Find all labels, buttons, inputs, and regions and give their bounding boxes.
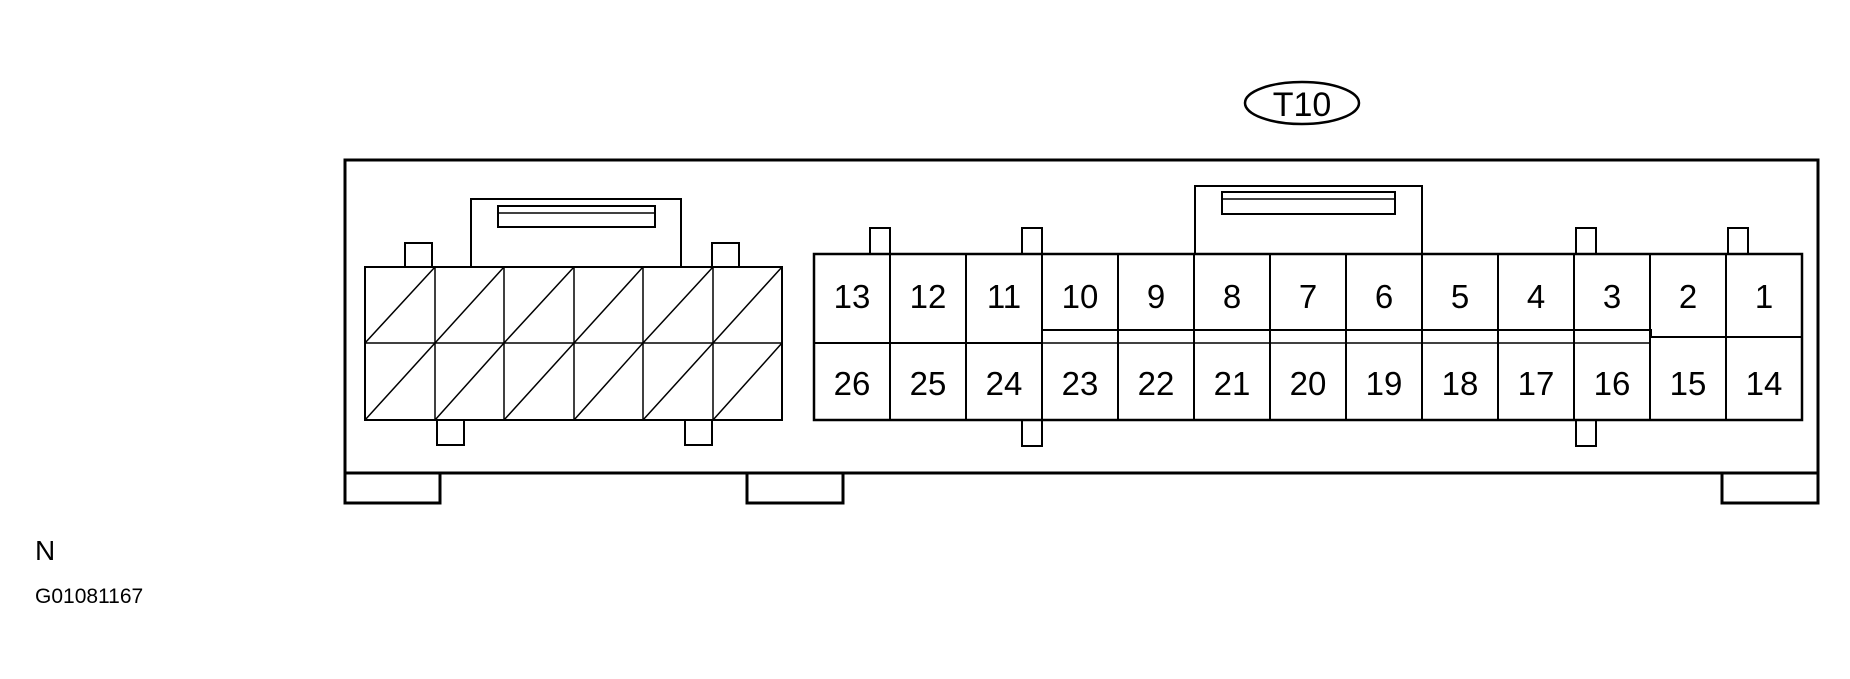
pin-bottom-tab-2 [1575,419,1597,447]
connector-label-text: T10 [1273,86,1332,124]
left-latch-slot [497,205,656,228]
pin-label-11: 11 [987,278,1021,315]
pin-label-24: 24 [986,365,1023,402]
pin-label-6: 6 [1375,278,1393,315]
housing-foot-left [343,473,442,505]
center-latch [1194,185,1423,255]
connector-label: T10 [1243,80,1361,126]
pin-label-8: 8 [1223,278,1241,315]
pin-label-3: 3 [1603,278,1621,315]
pin-label-22: 22 [1138,365,1175,402]
pin-top-tab-3 [1575,227,1597,255]
pin-label-26: 26 [834,365,871,402]
pin-label-10: 10 [1062,278,1099,315]
reference-code: G01081167 [35,585,144,608]
housing-body [343,158,1820,475]
pin-top-tab-4 [1727,227,1749,255]
pin-label-18: 18 [1442,365,1479,402]
left-top-tab-1 [404,242,433,268]
orientation-mark: N [35,535,56,566]
pin-label-16: 16 [1594,365,1631,402]
pin-label-4: 4 [1527,278,1545,315]
pin-label-25: 25 [910,365,947,402]
pin-label-12: 12 [910,278,947,315]
pin-top-tab-1 [869,227,891,255]
pin-top-tab-2 [1021,227,1043,255]
left-bottom-tab-2 [684,419,713,446]
pin-label-14: 14 [1746,365,1783,402]
pin-label-1: 1 [1755,278,1773,315]
connector-label-oval [1243,80,1361,126]
left-top-tab-2 [711,242,740,268]
pin-label-13: 13 [834,278,871,315]
pin-label-19: 19 [1366,365,1403,402]
pin-bottom-tab-1 [1021,419,1043,447]
pin-label-2: 2 [1679,278,1697,315]
left-latch [470,198,682,268]
hatched-cavity-block [364,198,783,446]
pin-label-20: 20 [1290,365,1327,402]
connector-housing [343,158,1820,505]
pin-label-5: 5 [1451,278,1469,315]
pin-label-17: 17 [1518,365,1555,402]
housing-foot-right [1720,473,1820,505]
pin-label-7: 7 [1299,278,1317,315]
pin-label-23: 23 [1062,365,1099,402]
pin-label-21: 21 [1214,365,1251,402]
pin-label-9: 9 [1147,278,1165,315]
center-latch-slot [1221,191,1396,215]
housing-foot-middle [745,473,845,505]
pin-label-15: 15 [1670,365,1707,402]
left-bottom-tab-1 [436,419,465,446]
